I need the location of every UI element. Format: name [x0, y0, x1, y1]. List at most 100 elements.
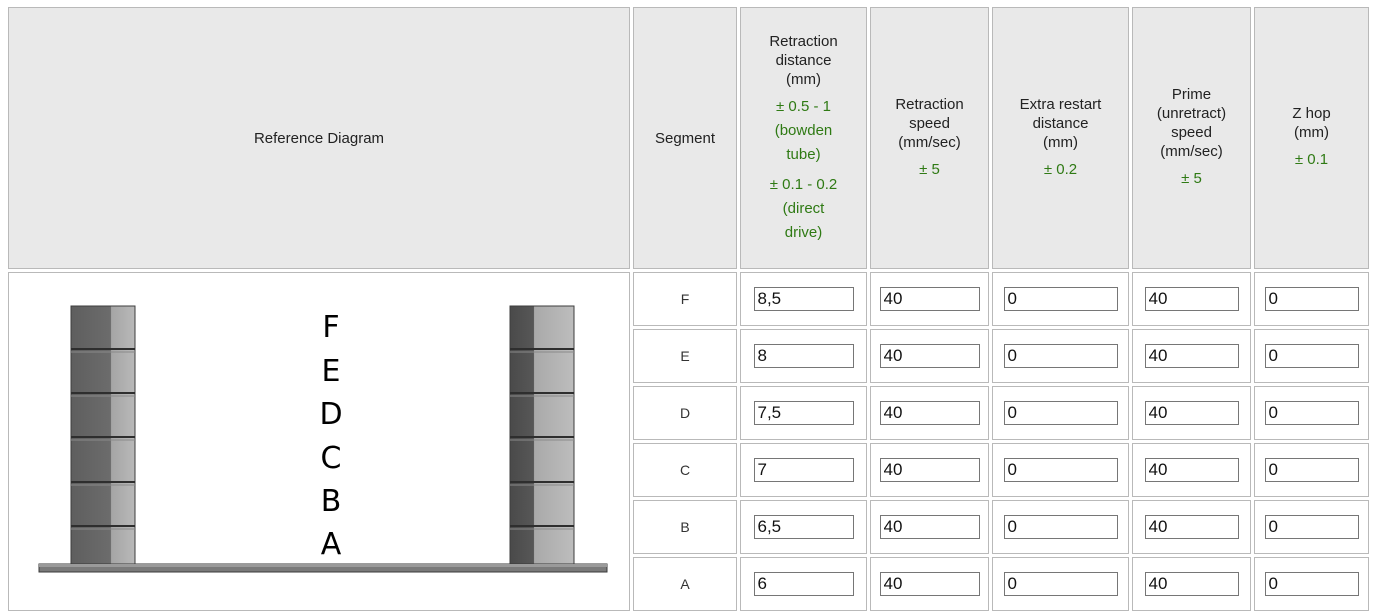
z-hop-cell: [1254, 557, 1369, 611]
header-line: Retraction: [895, 95, 964, 113]
retraction-speed-input[interactable]: [879, 572, 980, 596]
segment-label: F: [633, 272, 737, 326]
retraction-speed-cell: [870, 443, 989, 497]
z-hop-input[interactable]: [1264, 344, 1359, 368]
extra-restart-distance-header: Extra restart distance (mm) ± 0.2: [992, 7, 1129, 269]
retraction-distance-input[interactable]: [753, 572, 854, 596]
retraction-distance-cell: [740, 272, 867, 326]
retraction-distance-input[interactable]: [753, 287, 854, 311]
segment-label: C: [633, 443, 737, 497]
z-hop-input[interactable]: [1264, 515, 1359, 539]
retraction-speed-input[interactable]: [879, 344, 980, 368]
segment-letter-c: C: [321, 441, 342, 476]
retraction-distance-input[interactable]: [753, 458, 854, 482]
build-plate: [38, 563, 608, 573]
retraction-distance-cell: [740, 329, 867, 383]
retraction-distance-tolerance-bowden: ± 0.5 - 1 (bowden tube): [741, 95, 866, 167]
retraction-speed-cell: [870, 272, 989, 326]
z-hop-cell: [1254, 272, 1369, 326]
table-row: A: [8, 557, 1369, 611]
z-hop-input[interactable]: [1264, 572, 1359, 596]
segment-letters: F E D C B A: [319, 310, 342, 562]
prime-speed-cell: [1132, 500, 1251, 554]
retraction-settings-table: Reference Diagram Segment Retraction dis…: [5, 4, 1372, 614]
extra-restart-header-label: Extra restart distance (mm): [993, 95, 1128, 152]
retraction-distance-input[interactable]: [753, 344, 854, 368]
header-line: Prime: [1171, 86, 1212, 103]
extra-restart-input[interactable]: [1003, 458, 1118, 482]
retraction-distance-cell: [740, 443, 867, 497]
header-line: (mm): [1043, 133, 1078, 151]
retraction-distance-input[interactable]: [753, 401, 854, 425]
extra-restart-input[interactable]: [1003, 344, 1118, 368]
tolerance-line: drive): [784, 223, 823, 241]
retraction-distance-header-label: Retraction distance (mm): [741, 32, 866, 89]
tolerance-line: (bowden: [774, 121, 833, 139]
extra-restart-input[interactable]: [1003, 572, 1118, 596]
extra-restart-cell: [992, 500, 1129, 554]
segment-letter-f: F: [322, 310, 339, 345]
table-row: B: [8, 500, 1369, 554]
prime-speed-input[interactable]: [1144, 515, 1239, 539]
header-line: distance: [775, 51, 832, 69]
prime-speed-input[interactable]: [1144, 401, 1239, 425]
header-line: speed: [1171, 124, 1212, 141]
retraction-distance-input[interactable]: [753, 515, 854, 539]
segment-header: Segment: [633, 7, 737, 269]
retraction-tower-diagram: F E D C B A: [38, 305, 608, 573]
extra-restart-cell: [992, 557, 1129, 611]
z-hop-cell: [1254, 329, 1369, 383]
prime-speed-input[interactable]: [1144, 458, 1239, 482]
extra-restart-input[interactable]: [1003, 515, 1118, 539]
extra-restart-cell: [992, 443, 1129, 497]
segment-label: E: [633, 329, 737, 383]
extra-restart-input[interactable]: [1003, 401, 1118, 425]
retraction-speed-cell: [870, 500, 989, 554]
segment-label: A: [633, 557, 737, 611]
prime-speed-input[interactable]: [1144, 572, 1239, 596]
z-hop-cell: [1254, 443, 1369, 497]
segment-letter-a: A: [321, 527, 342, 562]
retraction-distance-cell: [740, 386, 867, 440]
tolerance-line: tube): [786, 145, 821, 163]
prime-speed-cell: [1132, 443, 1251, 497]
extra-restart-cell: [992, 329, 1129, 383]
right-tower: [509, 305, 575, 565]
retraction-distance-tolerance-direct: ± 0.1 - 0.2 (direct drive): [741, 173, 866, 245]
z-hop-input[interactable]: [1264, 401, 1359, 425]
retraction-speed-header: Retraction speed (mm/sec) ± 5: [870, 7, 989, 269]
prime-speed-input[interactable]: [1144, 344, 1239, 368]
prime-speed-input[interactable]: [1144, 287, 1239, 311]
segment-letter-d: D: [319, 397, 342, 432]
retraction-speed-cell: [870, 329, 989, 383]
tolerance-line: ± 0.1 - 0.2: [769, 175, 838, 193]
retraction-distance-cell: [740, 500, 867, 554]
header-line: (mm): [1294, 124, 1329, 141]
prime-speed-cell: [1132, 557, 1251, 611]
z-hop-cell: [1254, 386, 1369, 440]
z-hop-input[interactable]: [1264, 458, 1359, 482]
retraction-speed-input[interactable]: [879, 458, 980, 482]
table-row: F E D C B A F: [8, 272, 1369, 611]
header-line: Retraction: [769, 32, 838, 50]
table-row: D: [8, 386, 1369, 440]
header-line: distance: [1032, 114, 1089, 132]
z-hop-header-label: Z hop (mm): [1255, 104, 1368, 142]
z-hop-cell: [1254, 500, 1369, 554]
table-row: C: [8, 443, 1369, 497]
retraction-speed-cell: [870, 386, 989, 440]
table-row: E: [8, 329, 1369, 383]
left-tower: [70, 305, 136, 565]
retraction-speed-tolerance: ± 5: [919, 160, 940, 178]
retraction-speed-input[interactable]: [879, 287, 980, 311]
reference-diagram-header-label: Reference Diagram: [253, 129, 385, 147]
retraction-speed-input[interactable]: [879, 401, 980, 425]
retraction-speed-input[interactable]: [879, 515, 980, 539]
extra-restart-input[interactable]: [1003, 287, 1118, 311]
header-line: speed: [909, 114, 950, 132]
prime-speed-header-label: Prime (unretract) speed (mm/sec): [1133, 85, 1250, 161]
z-hop-input[interactable]: [1264, 287, 1359, 311]
header-line: Z hop: [1292, 105, 1331, 122]
reference-diagram-header: Reference Diagram: [8, 7, 630, 269]
header-line: Extra restart: [1019, 95, 1102, 113]
